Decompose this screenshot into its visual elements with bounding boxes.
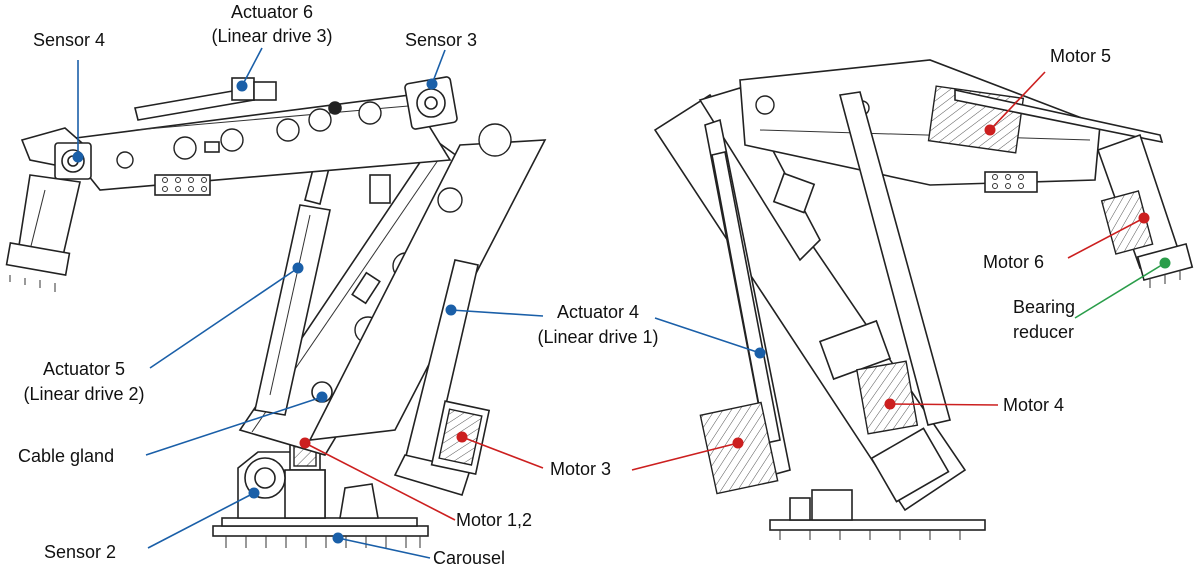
label-sensor4: Sensor 4 — [33, 30, 105, 50]
left-second-link — [308, 123, 547, 441]
markers — [72, 78, 1171, 544]
label-actuator5-line1: Actuator 5 — [43, 359, 125, 379]
left-robot-view — [5, 76, 547, 548]
actuator6-marker — [236, 80, 248, 92]
left-joint-sensor-3 — [404, 76, 458, 130]
actuator4-left-marker — [445, 304, 457, 316]
bearing-reducer-leader — [1074, 262, 1166, 319]
right-wrist — [1096, 133, 1194, 288]
motor12-marker — [299, 437, 311, 449]
motor3-right-leader — [631, 442, 739, 471]
actuator4-right-marker — [754, 347, 766, 359]
label-bearing-line1: Bearing — [1013, 297, 1075, 317]
sensor3-marker — [426, 78, 438, 90]
sensor2-leader — [147, 492, 255, 549]
motor4-marker — [884, 398, 896, 410]
label-sensor3: Sensor 3 — [405, 30, 477, 50]
label-carousel: Carousel — [433, 548, 505, 568]
label-motor6: Motor 6 — [983, 252, 1044, 272]
actuator4-left-leader — [450, 309, 544, 317]
sensor3-leader — [431, 49, 446, 85]
motor5-marker — [984, 124, 996, 136]
actuator4-right-leader — [654, 317, 761, 354]
label-actuator6-line1: Actuator 6 — [231, 2, 313, 22]
carousel-marker — [332, 532, 344, 544]
label-motor5: Motor 5 — [1050, 46, 1111, 66]
sensor4-marker — [72, 151, 84, 163]
motor3-right-marker — [732, 437, 744, 449]
label-motor4: Motor 4 — [1003, 395, 1064, 415]
actuator5-leader — [149, 267, 299, 369]
motor6-leader — [1067, 217, 1145, 259]
label-motor3: Motor 3 — [550, 459, 611, 479]
carousel-leader — [337, 537, 431, 559]
actuator5-marker — [292, 262, 304, 274]
left-upper-arm — [58, 94, 452, 196]
left-carousel-plate — [212, 517, 429, 548]
right-second-link — [838, 91, 951, 435]
motor4-leader — [889, 403, 999, 406]
actuator6-leader — [241, 47, 263, 87]
label-bearing-line2: reducer — [1013, 322, 1074, 342]
motor3-left-leader — [461, 436, 544, 469]
motor3-left-marker — [456, 431, 468, 443]
leader-lines — [77, 47, 1166, 559]
right-upper-arm — [739, 59, 1164, 193]
motor12-leader — [304, 442, 456, 521]
cable-gland-leader — [145, 396, 323, 456]
left-actuator-6-cylinder — [134, 77, 277, 121]
bearing-reducer-marker — [1159, 257, 1171, 269]
right-carousel-plate — [769, 489, 986, 540]
right-robot-view — [653, 59, 1194, 540]
label-cable-gland: Cable gland — [18, 446, 114, 466]
label-actuator4-line2: (Linear drive 1) — [537, 327, 658, 347]
label-actuator6-line2: (Linear drive 3) — [211, 26, 332, 46]
left-wrist — [5, 127, 92, 292]
labels: Sensor 4 Actuator 6 (Linear drive 3) Sen… — [18, 2, 1111, 568]
motor5-leader — [989, 71, 1046, 131]
sensor2-marker — [248, 487, 260, 499]
label-actuator4-line1: Actuator 4 — [557, 302, 639, 322]
label-motor12: Motor 1,2 — [456, 510, 532, 530]
cable-gland-marker — [316, 391, 328, 403]
label-sensor2: Sensor 2 — [44, 542, 116, 562]
motor6-marker — [1138, 212, 1150, 224]
label-actuator5-line2: (Linear drive 2) — [23, 384, 144, 404]
